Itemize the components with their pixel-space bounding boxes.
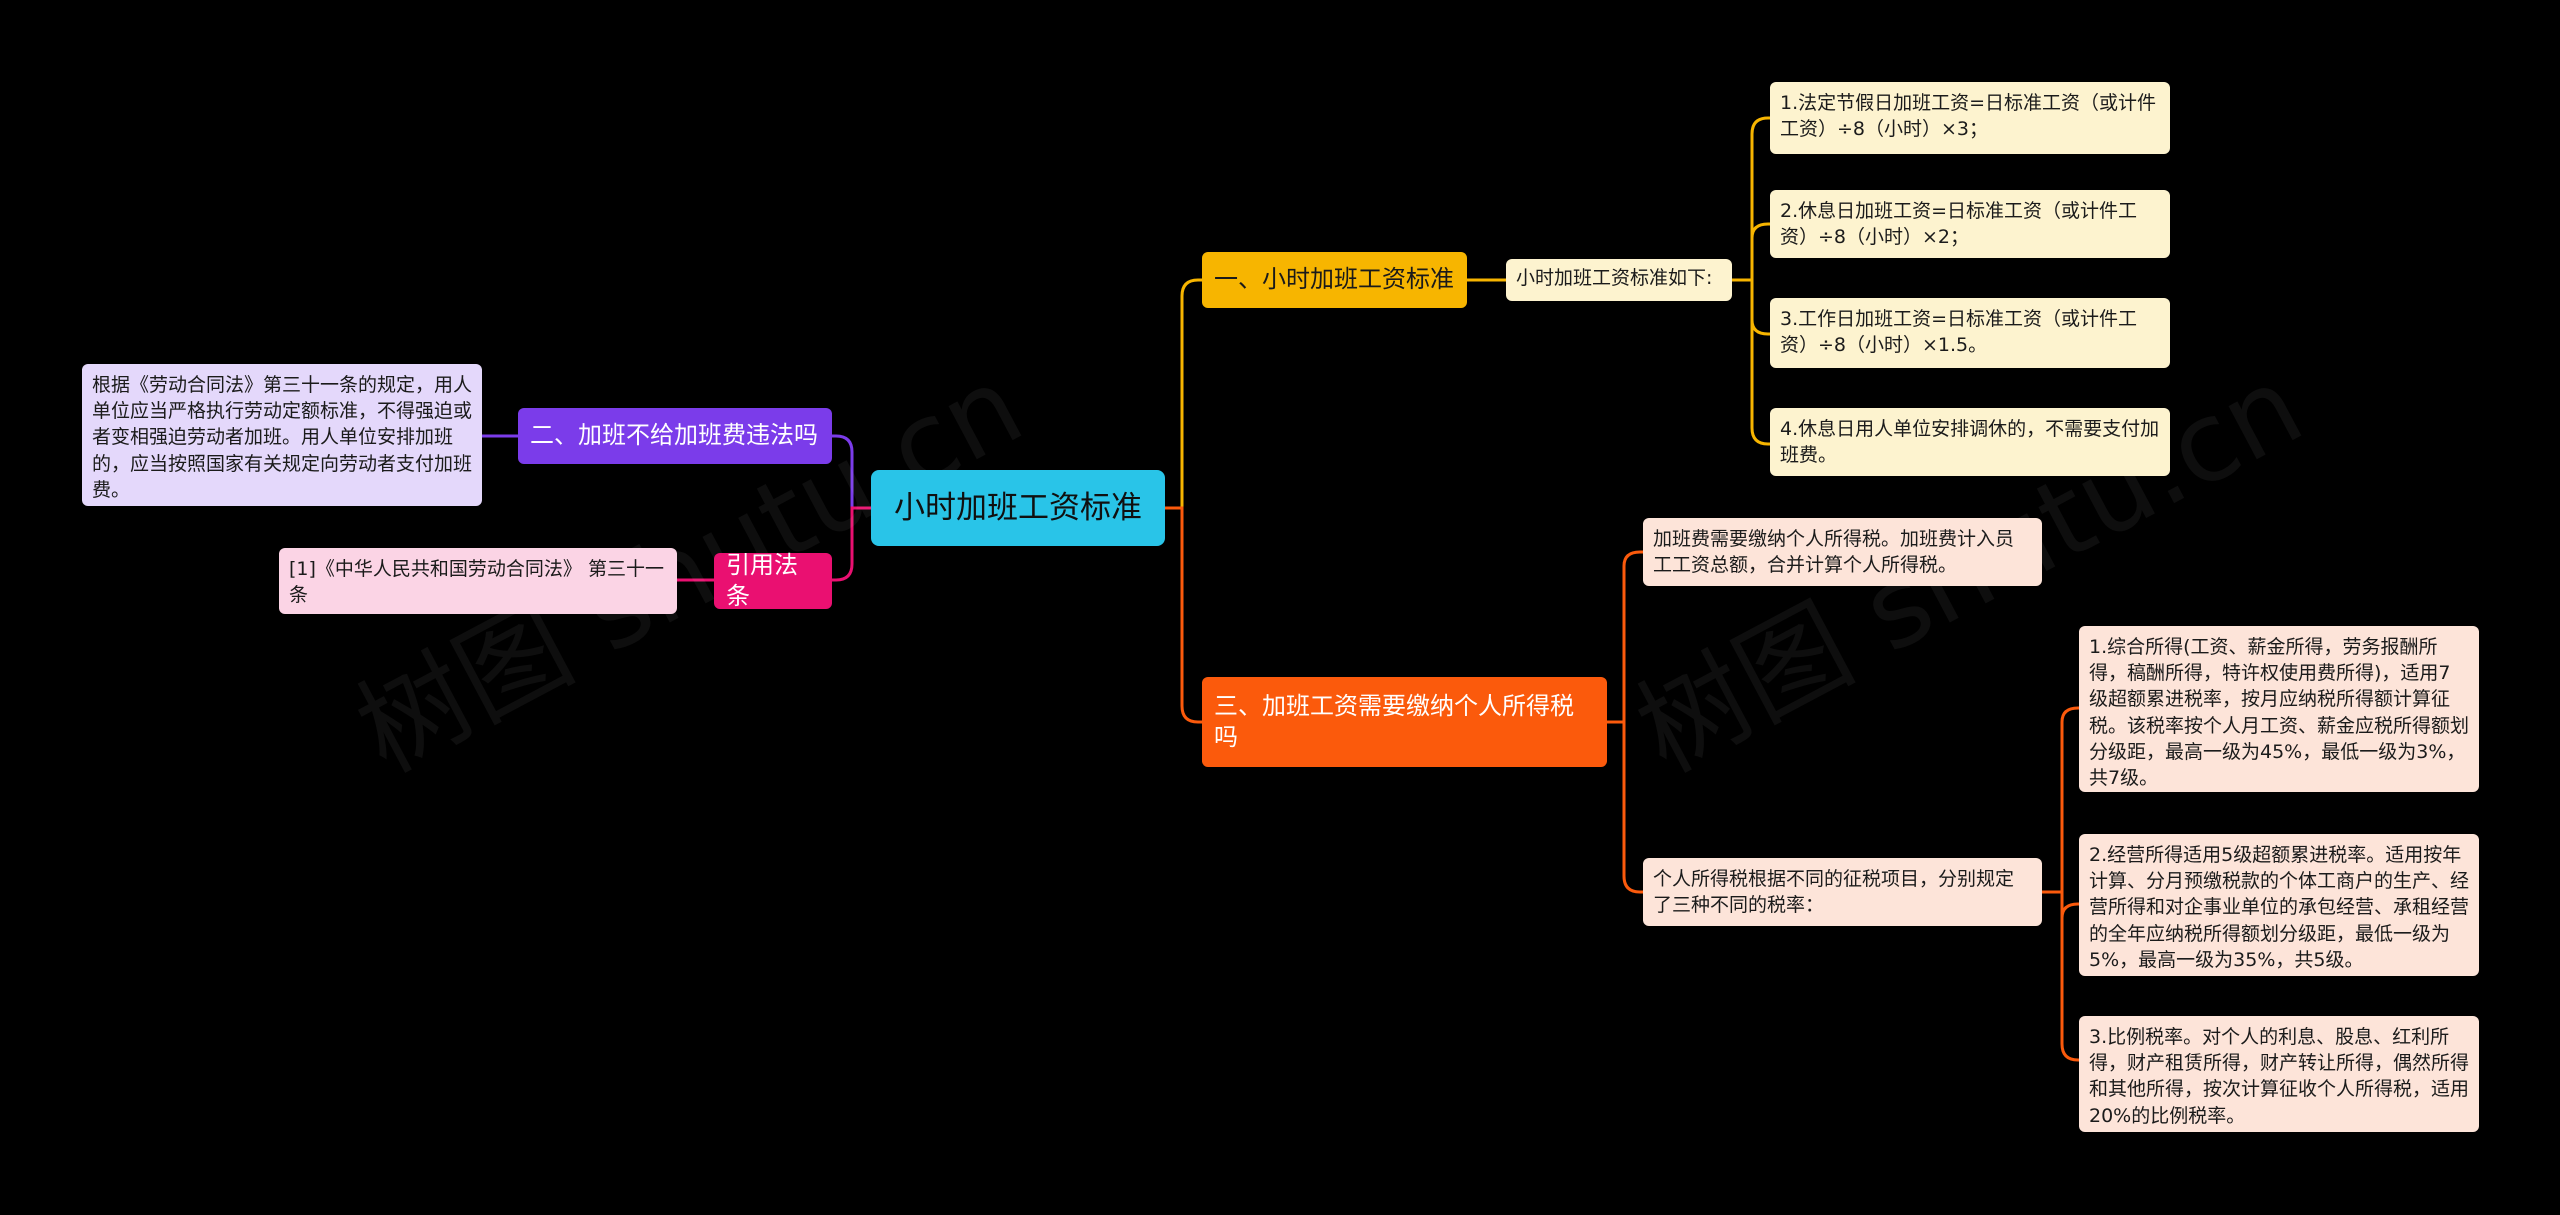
branch-3-item-3[interactable]: 3.比例税率。对个人的利息、股息、红利所得，财产租赁所得，财产转让所得，偶然所得… [2079, 1016, 2479, 1132]
connector-branch-1-item-4 [1750, 280, 1770, 446]
root-node[interactable]: 小时加班工资标准 [871, 470, 1165, 546]
branch-1-item-1[interactable]: 1.法定节假日加班工资=日标准工资（或计件工资）÷8（小时）×3； [1770, 82, 2170, 154]
connector-branch-1-item-1 [1732, 116, 1770, 282]
connector-branch-1-item-2 [1750, 222, 1770, 280]
connector-branch-3-item-1 [2042, 706, 2079, 894]
branch-3-subtopic-2[interactable]: 个人所得税根据不同的征税项目，分别规定了三种不同的税率： [1643, 858, 2042, 926]
connector-branch-3-item-3 [2060, 892, 2079, 1062]
branch-cited-law[interactable]: 引用法条 [714, 551, 832, 610]
branch-2-detail[interactable]: 根据《劳动合同法》第三十一条的规定，用人单位应当严格执行劳动定额标准，不得强迫或… [82, 364, 482, 506]
branch-1-item-4[interactable]: 4.休息日用人单位安排调休的，不需要支付加班费。 [1770, 408, 2170, 476]
connector-root-branch-1 [1165, 278, 1202, 510]
connector-root-branch-2 [832, 434, 871, 510]
connector-branch-3-sub-2 [1622, 722, 1643, 894]
branch-3-subtopic-1[interactable]: 加班费需要缴纳个人所得税。加班费计入员工工资总额，合并计算个人所得税。 [1643, 518, 2042, 586]
branch-no-overtime-pay-illegal[interactable]: 二、加班不给加班费违法吗 [518, 408, 832, 464]
branch-overtime-tax[interactable]: 三、加班工资需要缴纳个人所得税吗 [1202, 677, 1607, 767]
connector-root-branch-3 [1165, 506, 1202, 724]
branch-3-item-2[interactable]: 2.经营所得适用5级超额累进税率。适用按年计算、分月预缴税款的个体工商户的生产、… [2079, 834, 2479, 976]
connector-root-branch-4 [832, 506, 871, 582]
branch-1-subtopic[interactable]: 小时加班工资标准如下: [1506, 259, 1732, 301]
branch-overtime-pay-standard[interactable]: 一、小时加班工资标准 [1202, 252, 1467, 308]
connector-branch-3-sub-1 [1607, 550, 1643, 724]
connector-branch-1-item-3 [1750, 280, 1770, 336]
branch-3-item-1[interactable]: 1.综合所得(工资、薪金所得，劳务报酬所得，稿酬所得，特许权使用费所得)，适用7… [2079, 626, 2479, 792]
branch-1-item-2[interactable]: 2.休息日加班工资=日标准工资（或计件工资）÷8（小时）×2； [1770, 190, 2170, 258]
connector-branch-3-item-2 [2060, 892, 2079, 919]
branch-4-detail[interactable]: [1]《中华人民共和国劳动合同法》 第三十一条 [279, 548, 677, 614]
branch-1-item-3[interactable]: 3.工作日加班工资=日标准工资（或计件工资）÷8（小时）×1.5。 [1770, 298, 2170, 368]
